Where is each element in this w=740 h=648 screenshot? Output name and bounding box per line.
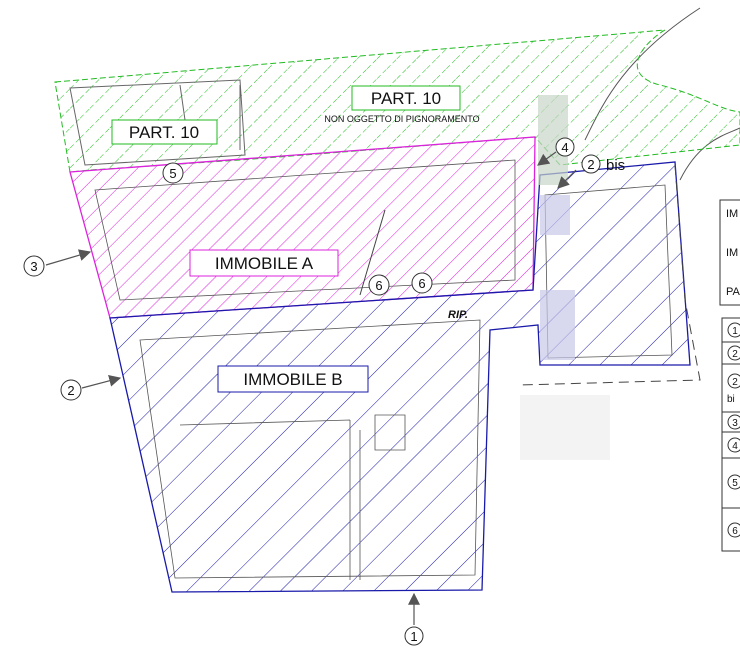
svg-text:6: 6 [418, 276, 425, 291]
rip-label: RIP. [448, 309, 468, 321]
svg-text:bis: bis [606, 157, 625, 174]
marker-1: 1 [404, 592, 424, 646]
svg-text:2: 2 [67, 383, 74, 398]
svg-text:5: 5 [732, 478, 738, 489]
marker-5: 5 [162, 162, 184, 184]
legend-items-box: 1 2 2 bi 3 4 5 6 [721, 317, 740, 552]
part10-main-label: PART. 10 [351, 85, 461, 111]
svg-text:2: 2 [732, 377, 738, 388]
svg-text:5: 5 [169, 166, 176, 181]
marker-2-bis: 2 bis [557, 154, 625, 189]
legend-item-4: 4 [727, 437, 740, 453]
immobile-b-label: IMMOBILE B [217, 365, 369, 393]
legend-item-2-bis: 2 bi [727, 373, 740, 405]
svg-text:4: 4 [561, 140, 568, 155]
svg-text:bi: bi [727, 394, 735, 405]
immobile-a-label: IMMOBILE A [189, 249, 339, 277]
legend-top-row-2: IM [726, 247, 738, 259]
marker-3: 3 [23, 249, 92, 277]
svg-text:PART. 10: PART. 10 [129, 123, 199, 142]
svg-text:3: 3 [30, 259, 37, 274]
legend-item-1: 1 [727, 322, 740, 338]
legend-top-box: IM IM PA [719, 199, 740, 306]
svg-text:1: 1 [732, 326, 738, 337]
svg-text:3: 3 [732, 418, 738, 429]
legend-item-2: 2 [727, 345, 740, 361]
part10-sub-label: NON OGGETTO DI PIGNORAMENTO [324, 114, 479, 124]
legend-item-3: 3 [727, 414, 740, 430]
svg-text:IMMOBILE A: IMMOBILE A [215, 254, 314, 273]
svg-text:2: 2 [732, 349, 738, 360]
legend-top-row-3: PA [726, 286, 740, 298]
svg-text:1: 1 [410, 629, 417, 644]
legend-item-6: 6 [727, 522, 740, 538]
svg-text:4: 4 [732, 441, 738, 452]
immobile-b-area [109, 161, 701, 593]
svg-text:6: 6 [732, 526, 738, 537]
marker-6b: 6 [411, 272, 433, 294]
svg-text:IMMOBILE B: IMMOBILE B [243, 370, 342, 389]
marker-2: 2 [60, 374, 122, 401]
legend-top-row-1: IM [726, 208, 738, 220]
marker-4: 4 [537, 137, 575, 166]
part10-left-label: PART. 10 [111, 119, 218, 145]
svg-text:6: 6 [375, 278, 382, 293]
svg-text:2: 2 [587, 157, 594, 172]
svg-text:PART. 10: PART. 10 [371, 89, 441, 108]
immobile-a-area [69, 136, 536, 319]
marker-6a: 6 [368, 274, 390, 296]
legend-item-5: 5 [727, 474, 740, 490]
